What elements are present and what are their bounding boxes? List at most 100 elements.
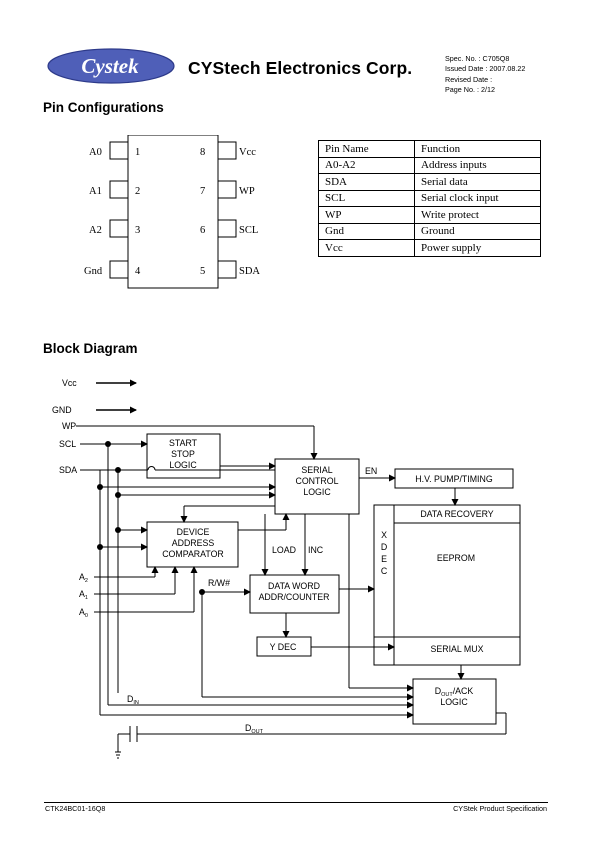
table-header-row: Pin Name Function	[318, 140, 541, 158]
company-logo: Cystek	[47, 48, 175, 84]
pin-stub-7	[217, 180, 237, 199]
inc-label: INC	[308, 545, 324, 555]
stop-label: STOP	[171, 449, 195, 459]
pin-stub-3	[109, 219, 129, 238]
pin-num-2: 2	[135, 186, 140, 197]
pin-num-7: 7	[200, 186, 205, 197]
pin-stub-4	[109, 260, 129, 279]
table-row: SDA Serial data	[318, 173, 541, 191]
start-stop-logic-block	[146, 433, 221, 479]
load-label: LOAD	[272, 545, 296, 555]
pin-name-a1: A1	[89, 186, 102, 197]
en-label: EN	[365, 466, 377, 476]
pin-stub-6	[217, 219, 237, 238]
vcc-label: Vcc	[62, 378, 77, 388]
pin-num-8: 8	[200, 147, 205, 158]
data-word-label: DATA WORD	[268, 581, 320, 591]
table-header-function: Function	[414, 140, 541, 158]
gnd-label: GND	[52, 405, 72, 415]
hv-pump-label: H.V. PUMP/TIMING	[415, 474, 493, 484]
pin-name-gnd: Gnd	[84, 266, 103, 277]
dout-ack-label: DOUT/ACK	[435, 686, 474, 698]
pin-num-3: 3	[135, 225, 140, 236]
table-row: SCL Serial clock input	[318, 189, 541, 207]
company-name: CYStech Electronics Corp.	[188, 58, 413, 78]
table-cell: Serial data	[414, 173, 541, 191]
data-recovery-label: DATA RECOVERY	[420, 509, 493, 519]
address-label: ADDRESS	[172, 538, 215, 548]
table-cell: WP	[318, 206, 415, 224]
table-row: WP Write protect	[318, 206, 541, 224]
page-number: Page No. : 2/12	[445, 84, 495, 94]
footer-spec-label: CYStek Product Specification	[453, 804, 547, 813]
pin-config-title: Pin Configurations	[43, 100, 164, 115]
table-cell: SCL	[318, 189, 415, 207]
table-row: Gnd Ground	[318, 222, 541, 240]
dout-ack-logic-label: LOGIC	[440, 697, 468, 707]
xdec-e-label: E	[381, 554, 387, 564]
a1-label: A1	[79, 589, 88, 601]
pin-stub-8	[217, 141, 237, 160]
table-cell: Ground	[414, 222, 541, 240]
table-cell: Power supply	[414, 239, 541, 257]
pin-num-6: 6	[200, 225, 205, 236]
pin-name-a0: A0	[89, 147, 102, 158]
wp-label: WP	[62, 421, 76, 431]
pin-function-table: Pin Name Function A0-A2 Address inputs S…	[318, 140, 541, 257]
serial-label: SERIAL	[301, 465, 332, 475]
pinout-diagram: A0 A1 A2 Gnd 1 2 3 4 8 7 6 5 Vcc WP SCL …	[84, 135, 260, 289]
spec-info: Spec. No. : C705Q8 Issued Date : 2007.08…	[445, 54, 525, 95]
a2-label: A2	[79, 572, 88, 584]
ic-package	[127, 135, 219, 289]
footer-doc-id: CTK24BC01-16Q8	[45, 804, 106, 813]
pin-num-1: 1	[135, 147, 140, 158]
table-cell: Gnd	[318, 222, 415, 240]
pin-name-a2: A2	[89, 225, 102, 236]
ydec-label: Y DEC	[270, 642, 297, 652]
table-cell: Vcc	[318, 239, 415, 257]
block-diagram-title: Block Diagram	[43, 341, 138, 356]
logo-text: Cystek	[81, 54, 139, 78]
table-cell: A0-A2	[318, 156, 415, 174]
table-cell: Write protect	[414, 206, 541, 224]
pin-stub-5	[217, 260, 237, 279]
revised-date: Revised Date :	[445, 74, 493, 84]
serial-mux-label: SERIAL MUX	[431, 644, 484, 654]
issued-date: Issued Date : 2007.08.22	[445, 64, 526, 74]
device-label: DEVICE	[177, 527, 210, 537]
rw-label: R/W#	[208, 578, 230, 588]
pin-stub-1	[109, 141, 129, 160]
comparator-label: COMPARATOR	[162, 549, 224, 559]
table-row: A0-A2 Address inputs	[318, 156, 541, 174]
serial-control-logic-label: LOGIC	[303, 487, 331, 497]
a0-label: A0	[79, 607, 88, 619]
table-cell: SDA	[318, 173, 415, 191]
pin-stub-2	[109, 180, 129, 199]
eeprom-label: EEPROM	[437, 553, 475, 563]
pin-num-4: 4	[135, 266, 141, 277]
sda-label: SDA	[59, 465, 77, 475]
pin-name-scl: SCL	[239, 225, 258, 236]
pin-name-vcc: Vcc	[239, 147, 256, 158]
scl-label: SCL	[59, 439, 76, 449]
din-label: DIN	[127, 694, 139, 706]
start-label: START	[169, 438, 198, 448]
eeprom-array-block	[373, 504, 521, 666]
pin-name-wp: WP	[239, 186, 255, 197]
table-cell: Serial clock input	[414, 189, 541, 207]
xdec-x-label: X	[381, 530, 387, 540]
xdec-c-label: C	[381, 566, 388, 576]
pin-name-sda: SDA	[239, 266, 260, 277]
dout-label: DOUT	[245, 723, 264, 735]
pin-num-5: 5	[200, 266, 205, 277]
table-header-pin: Pin Name	[318, 140, 415, 158]
xdec-d-label: D	[381, 542, 387, 552]
table-cell: Address inputs	[414, 156, 541, 174]
table-row: Vcc Power supply	[318, 239, 541, 257]
control-label: CONTROL	[295, 476, 338, 486]
footer-divider	[44, 802, 548, 803]
start-stop-logic-label: LOGIC	[169, 460, 197, 470]
spec-number: Spec. No. : C705Q8	[445, 54, 510, 63]
addr-counter-label: ADDR/COUNTER	[259, 592, 330, 602]
block-diagram: Vcc GND WP SCL SDA A2 A1 A0 DIN DOUT EN …	[52, 378, 521, 759]
